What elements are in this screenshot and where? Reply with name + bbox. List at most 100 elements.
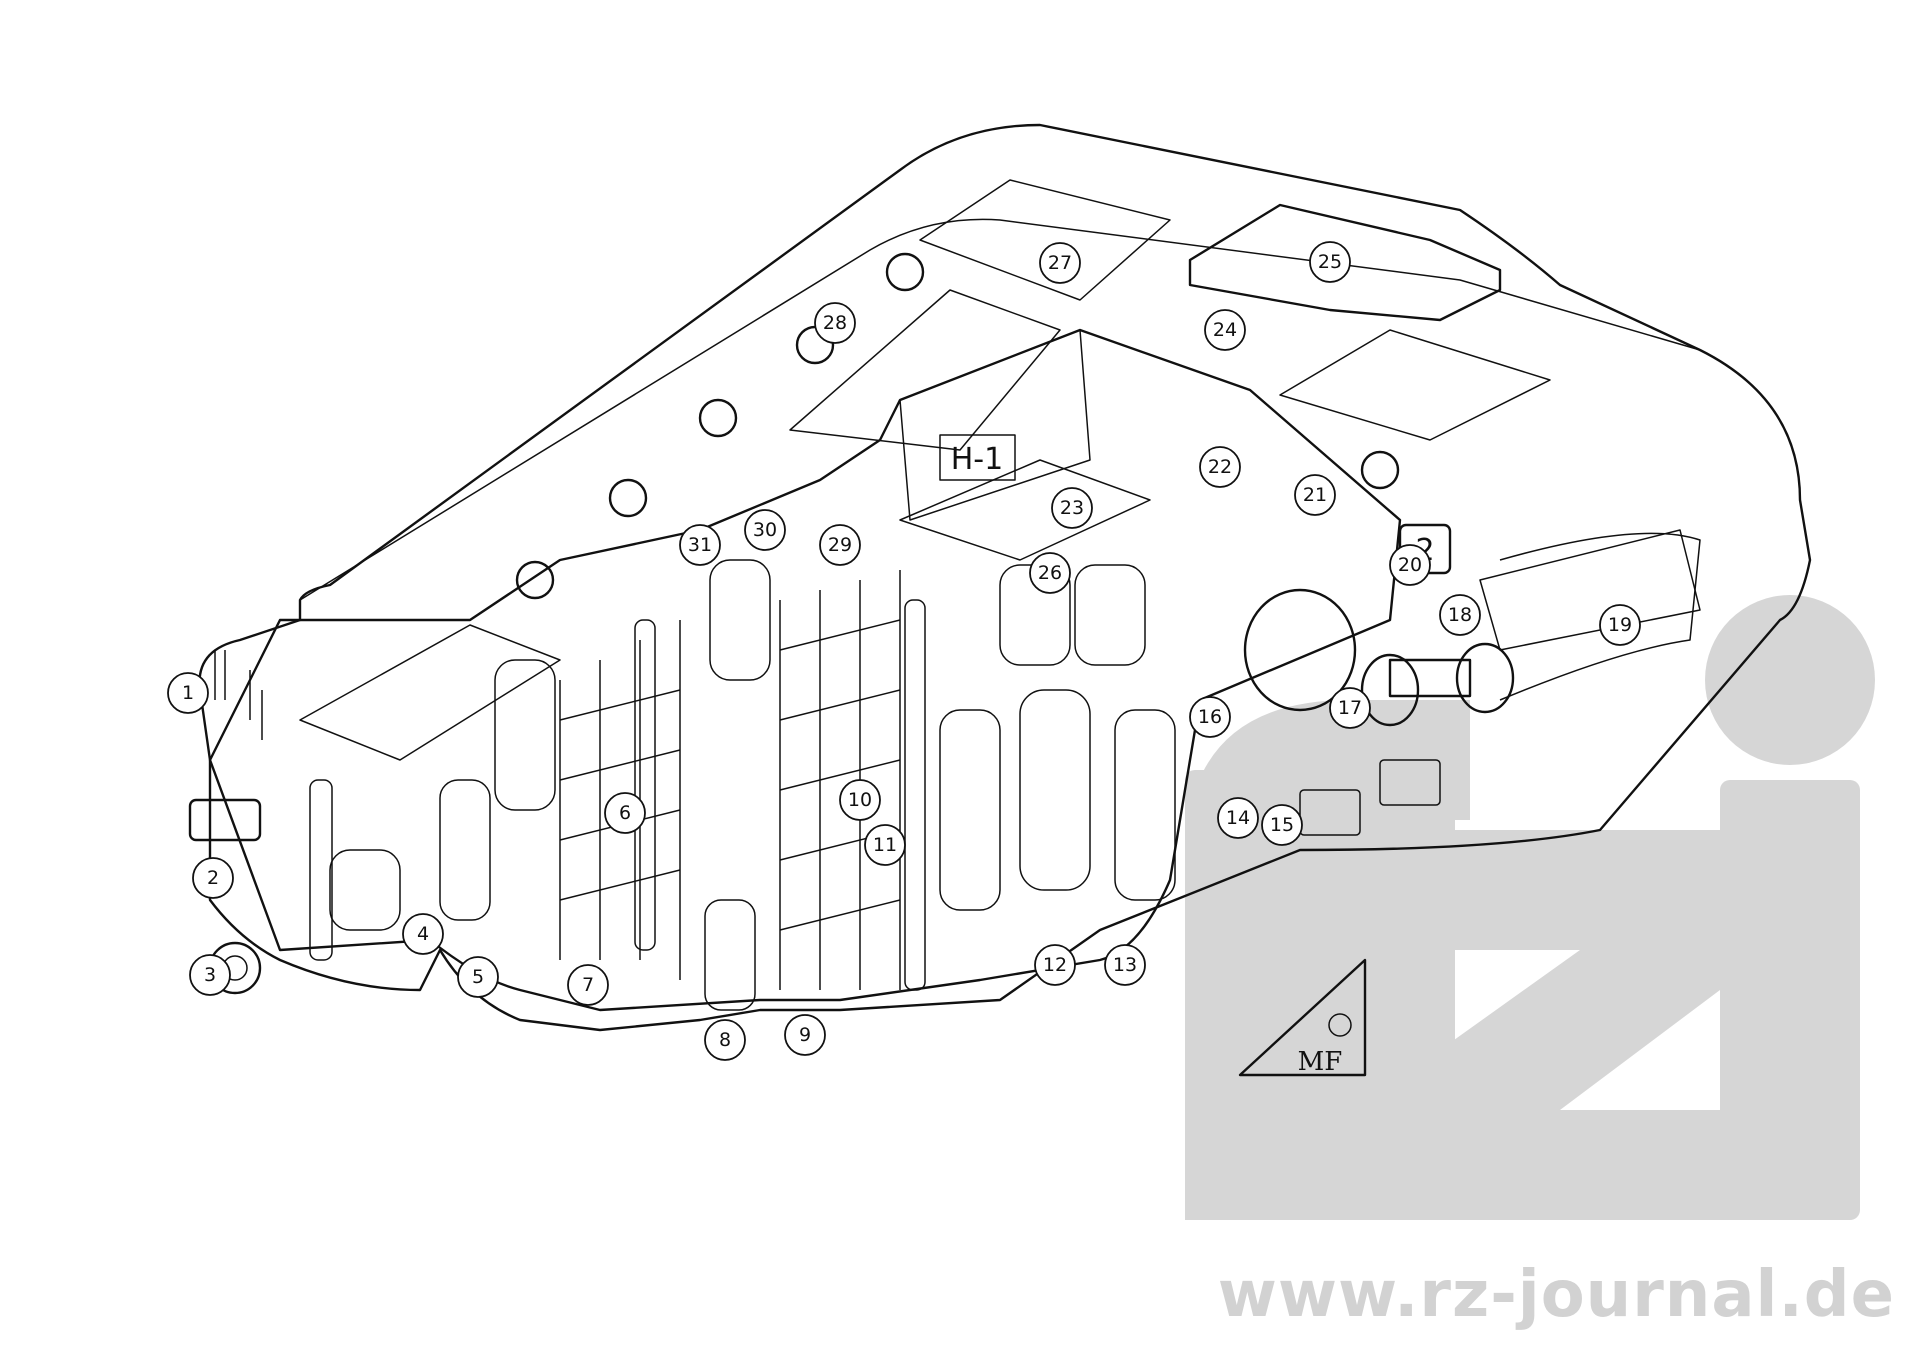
callout-label: 6 (619, 802, 631, 824)
callout-label: 16 (1198, 706, 1222, 728)
upper-deck-floor (899, 459, 1151, 561)
callout-label: 8 (719, 1029, 731, 1051)
callout-23: 23 (1051, 487, 1093, 529)
watermark-url: www.rz-journal.de (1217, 1258, 1895, 1332)
callout-label: 28 (823, 312, 847, 334)
hatch-sign-left (1299, 789, 1361, 836)
callout-label: 21 (1303, 484, 1327, 506)
internal-modules (329, 559, 1176, 1011)
callout-label: 19 (1608, 614, 1632, 636)
support-columns (309, 599, 926, 991)
callout-17: 17 (1329, 687, 1371, 729)
callout-label: 25 (1318, 251, 1342, 273)
callout-28: 28 (814, 302, 856, 344)
callout-31: 31 (679, 524, 721, 566)
rz-logo-watermark (1185, 595, 1875, 1220)
callout-label: 15 (1270, 814, 1294, 836)
callout-11: 11 (864, 824, 906, 866)
panel-19 (1479, 529, 1701, 651)
callout-label: 24 (1213, 319, 1237, 341)
panel-27 (919, 179, 1171, 301)
callout-27: 27 (1039, 242, 1081, 284)
callout-label: 10 (848, 789, 872, 811)
monogram-triangle (1238, 958, 1367, 1077)
module-tank (494, 659, 556, 811)
callout-18: 18 (1439, 594, 1481, 636)
callout-label: 5 (472, 966, 484, 988)
hull-marking-box (939, 434, 1016, 481)
porthole-row (515, 252, 1400, 600)
callout-24: 24 (1204, 309, 1246, 351)
logo-z (1370, 830, 1790, 1220)
panel-forward-bow (299, 624, 561, 761)
module-tank (1114, 709, 1176, 901)
callout-label: 2 (207, 867, 219, 889)
porthole (608, 478, 648, 518)
module-tank-8 (704, 899, 756, 1011)
callout-label: 31 (688, 534, 712, 556)
callout-label: 12 (1043, 954, 1067, 976)
callout-label: 18 (1448, 604, 1472, 626)
logo-i-dot (1705, 595, 1875, 765)
module-engine-12 (1019, 689, 1091, 891)
callout-6: 6 (604, 792, 646, 834)
module-25 (1188, 203, 1502, 322)
callout-15: 15 (1261, 804, 1303, 846)
porthole (515, 560, 555, 600)
callout-label: 4 (417, 923, 429, 945)
callout-label: 14 (1226, 807, 1250, 829)
sensor-grille (188, 798, 262, 842)
callout-9: 9 (784, 1014, 826, 1056)
callout-label: 22 (1208, 456, 1232, 478)
callout-label: 13 (1113, 954, 1137, 976)
callout-5: 5 (457, 956, 499, 998)
module-tank (939, 709, 1001, 911)
callout-label: 27 (1048, 252, 1072, 274)
callout-12: 12 (1034, 944, 1076, 986)
module-tank (439, 779, 491, 921)
module-tank (329, 849, 401, 931)
callout-20: 20 (1389, 544, 1431, 586)
callout-label: 23 (1060, 497, 1084, 519)
callout-7: 7 (567, 964, 609, 1006)
callout-1: 1 (167, 672, 209, 714)
callout-25: 25 (1309, 241, 1351, 283)
callout-label: 1 (182, 682, 194, 704)
callout-8: 8 (704, 1019, 746, 1061)
callout-22: 22 (1199, 446, 1241, 488)
callout-label: 26 (1038, 562, 1062, 584)
module-tank (1074, 564, 1146, 666)
docking-connector (1243, 588, 1515, 727)
callout-label: 30 (753, 519, 777, 541)
callout-16: 16 (1189, 696, 1231, 738)
porthole (1360, 450, 1400, 490)
logo-i-stem (1720, 780, 1860, 1220)
callout-3: 3 (189, 954, 231, 996)
callout-label: 11 (873, 834, 897, 856)
shelving-grid (559, 570, 901, 990)
callout-13: 13 (1104, 944, 1146, 986)
callout-2: 2 (192, 857, 234, 899)
callout-21: 21 (1294, 474, 1336, 516)
porthole (885, 252, 925, 292)
callout-10: 10 (839, 779, 881, 821)
monogram-circle (1328, 1013, 1352, 1037)
callout-14: 14 (1217, 797, 1259, 839)
callout-30: 30 (744, 509, 786, 551)
hull-outline (198, 123, 1812, 1032)
panel-right-top (1279, 329, 1551, 441)
module-tank (709, 559, 771, 681)
callout-label: 20 (1398, 554, 1422, 576)
callout-29: 29 (819, 524, 861, 566)
callout-label: 7 (582, 974, 594, 996)
porthole (698, 398, 738, 438)
hull-marking: H-1 (951, 442, 1003, 477)
monogram: MF (1298, 1047, 1343, 1077)
callout-26: 26 (1029, 552, 1071, 594)
callout-label: 29 (828, 534, 852, 556)
upper-deck-back-wall (899, 329, 1091, 521)
hull-top-edge (299, 218, 1701, 601)
callout-19: 19 (1599, 604, 1641, 646)
